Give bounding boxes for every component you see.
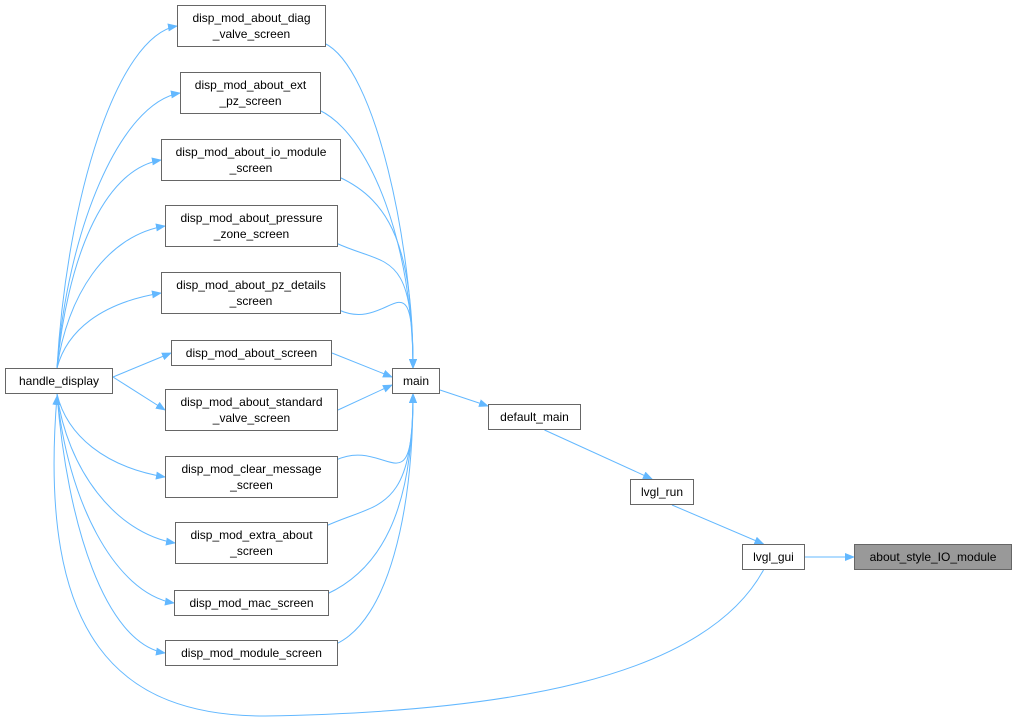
node-main[interactable]: main xyxy=(392,368,440,394)
node-label-line1: disp_mod_about_standard xyxy=(180,395,323,409)
node-handle-display[interactable]: handle_display xyxy=(5,368,113,394)
node-label-line1: disp_mod_about_diag xyxy=(192,11,311,25)
node-disp-mod-about-pz-details-screen[interactable]: disp_mod_about_pz_details _screen xyxy=(161,272,341,314)
node-label-line2: _screen xyxy=(230,478,273,492)
node-label-line1: disp_mod_about_ext xyxy=(194,78,307,92)
edge-mac_screen-to-main xyxy=(326,393,417,595)
edge-handle_display-to-pressure_zone xyxy=(56,223,166,369)
node-label: lvgl_gui xyxy=(753,550,794,564)
edge-handle_display-to-about_screen xyxy=(112,352,172,378)
node-label-line2: _valve_screen xyxy=(212,411,291,425)
node-disp-mod-about-diag-valve-screen[interactable]: disp_mod_about_diag _valve_screen xyxy=(177,5,326,47)
node-label: main xyxy=(402,374,429,388)
edge-clear_message-to-main xyxy=(335,393,417,464)
edge-handle_display-to-io_module xyxy=(56,157,162,369)
node-label-line1: disp_mod_clear_message xyxy=(181,462,322,476)
node-label: handle_display xyxy=(18,374,100,388)
edge-default_main-to-lvgl_run xyxy=(544,429,653,480)
node-label-line2: _zone_screen xyxy=(213,227,290,241)
edge-main-to-default_main xyxy=(439,389,489,407)
node-disp-mod-mac-screen[interactable]: disp_mod_mac_screen xyxy=(174,590,329,616)
node-label-line2: _screen xyxy=(229,161,273,175)
node-label: disp_mod_mac_screen xyxy=(189,596,314,610)
edge-handle_display-to-mac_screen xyxy=(56,393,175,606)
node-default-main[interactable]: default_main xyxy=(488,404,581,430)
edge-pz_details-to-main xyxy=(338,301,417,369)
edge-handle_display-to-pz_details xyxy=(56,290,162,369)
edge-pressure_zone-to-main xyxy=(335,242,417,369)
edge-io_module-to-main xyxy=(338,176,417,369)
node-disp-mod-about-pressure-zone-screen[interactable]: disp_mod_about_pressure _zone_screen xyxy=(165,205,338,247)
node-label: about_style_IO_module xyxy=(869,550,997,564)
edge-handle_display-to-diag_valve xyxy=(56,23,178,369)
node-label: default_main xyxy=(500,410,569,424)
node-label-line2: _screen xyxy=(229,294,273,308)
node-label-line2: _valve_screen xyxy=(212,27,291,41)
node-disp-mod-module-screen[interactable]: disp_mod_module_screen xyxy=(165,640,338,666)
node-label-line1: disp_mod_about_io_module xyxy=(175,145,327,159)
edge-module_screen-to-main xyxy=(335,393,417,645)
edge-standard_valve-to-main xyxy=(337,384,393,411)
node-label: disp_mod_about_screen xyxy=(185,346,318,360)
node-disp-mod-about-screen[interactable]: disp_mod_about_screen xyxy=(171,340,332,366)
node-label-line2: _pz_screen xyxy=(219,94,282,108)
node-disp-mod-clear-message-screen[interactable]: disp_mod_clear_message _screen xyxy=(165,456,338,498)
edge-about_screen-to-main xyxy=(331,352,393,378)
edge-handle_display-to-standard_valve xyxy=(112,376,166,411)
node-label-line1: disp_mod_extra_about xyxy=(190,528,313,542)
node-label: lvgl_run xyxy=(640,485,684,499)
node-label: disp_mod_module_screen xyxy=(181,646,322,660)
node-disp-mod-about-ext-pz-screen[interactable]: disp_mod_about_ext _pz_screen xyxy=(180,72,321,114)
node-label-line2: _screen xyxy=(230,544,273,558)
node-disp-mod-about-io-module-screen[interactable]: disp_mod_about_io_module _screen xyxy=(161,139,341,181)
edge-handle_display-to-extra_about xyxy=(56,393,176,546)
edge-handle_display-to-clear_message xyxy=(56,393,166,480)
node-disp-mod-extra-about-screen[interactable]: disp_mod_extra_about _screen xyxy=(175,522,328,564)
node-lvgl-gui[interactable]: lvgl_gui xyxy=(742,544,805,570)
edge-lvgl_run-to-lvgl_gui xyxy=(671,504,765,545)
node-about-style-io-module: about_style_IO_module xyxy=(854,544,1012,570)
edge-lvgl_gui-to-handle_display xyxy=(52,395,764,717)
edge-handle_display-to-module_screen xyxy=(56,393,166,656)
node-disp-mod-about-standard-valve-screen[interactable]: disp_mod_about_standard _valve_screen xyxy=(165,389,338,431)
edge-extra_about-to-main xyxy=(325,393,417,527)
edge-handle_display-to-ext_pz xyxy=(56,90,181,369)
node-lvgl-run[interactable]: lvgl_run xyxy=(630,479,694,505)
node-label-line1: disp_mod_about_pz_details xyxy=(176,278,326,292)
node-label-line1: disp_mod_about_pressure xyxy=(180,211,323,225)
